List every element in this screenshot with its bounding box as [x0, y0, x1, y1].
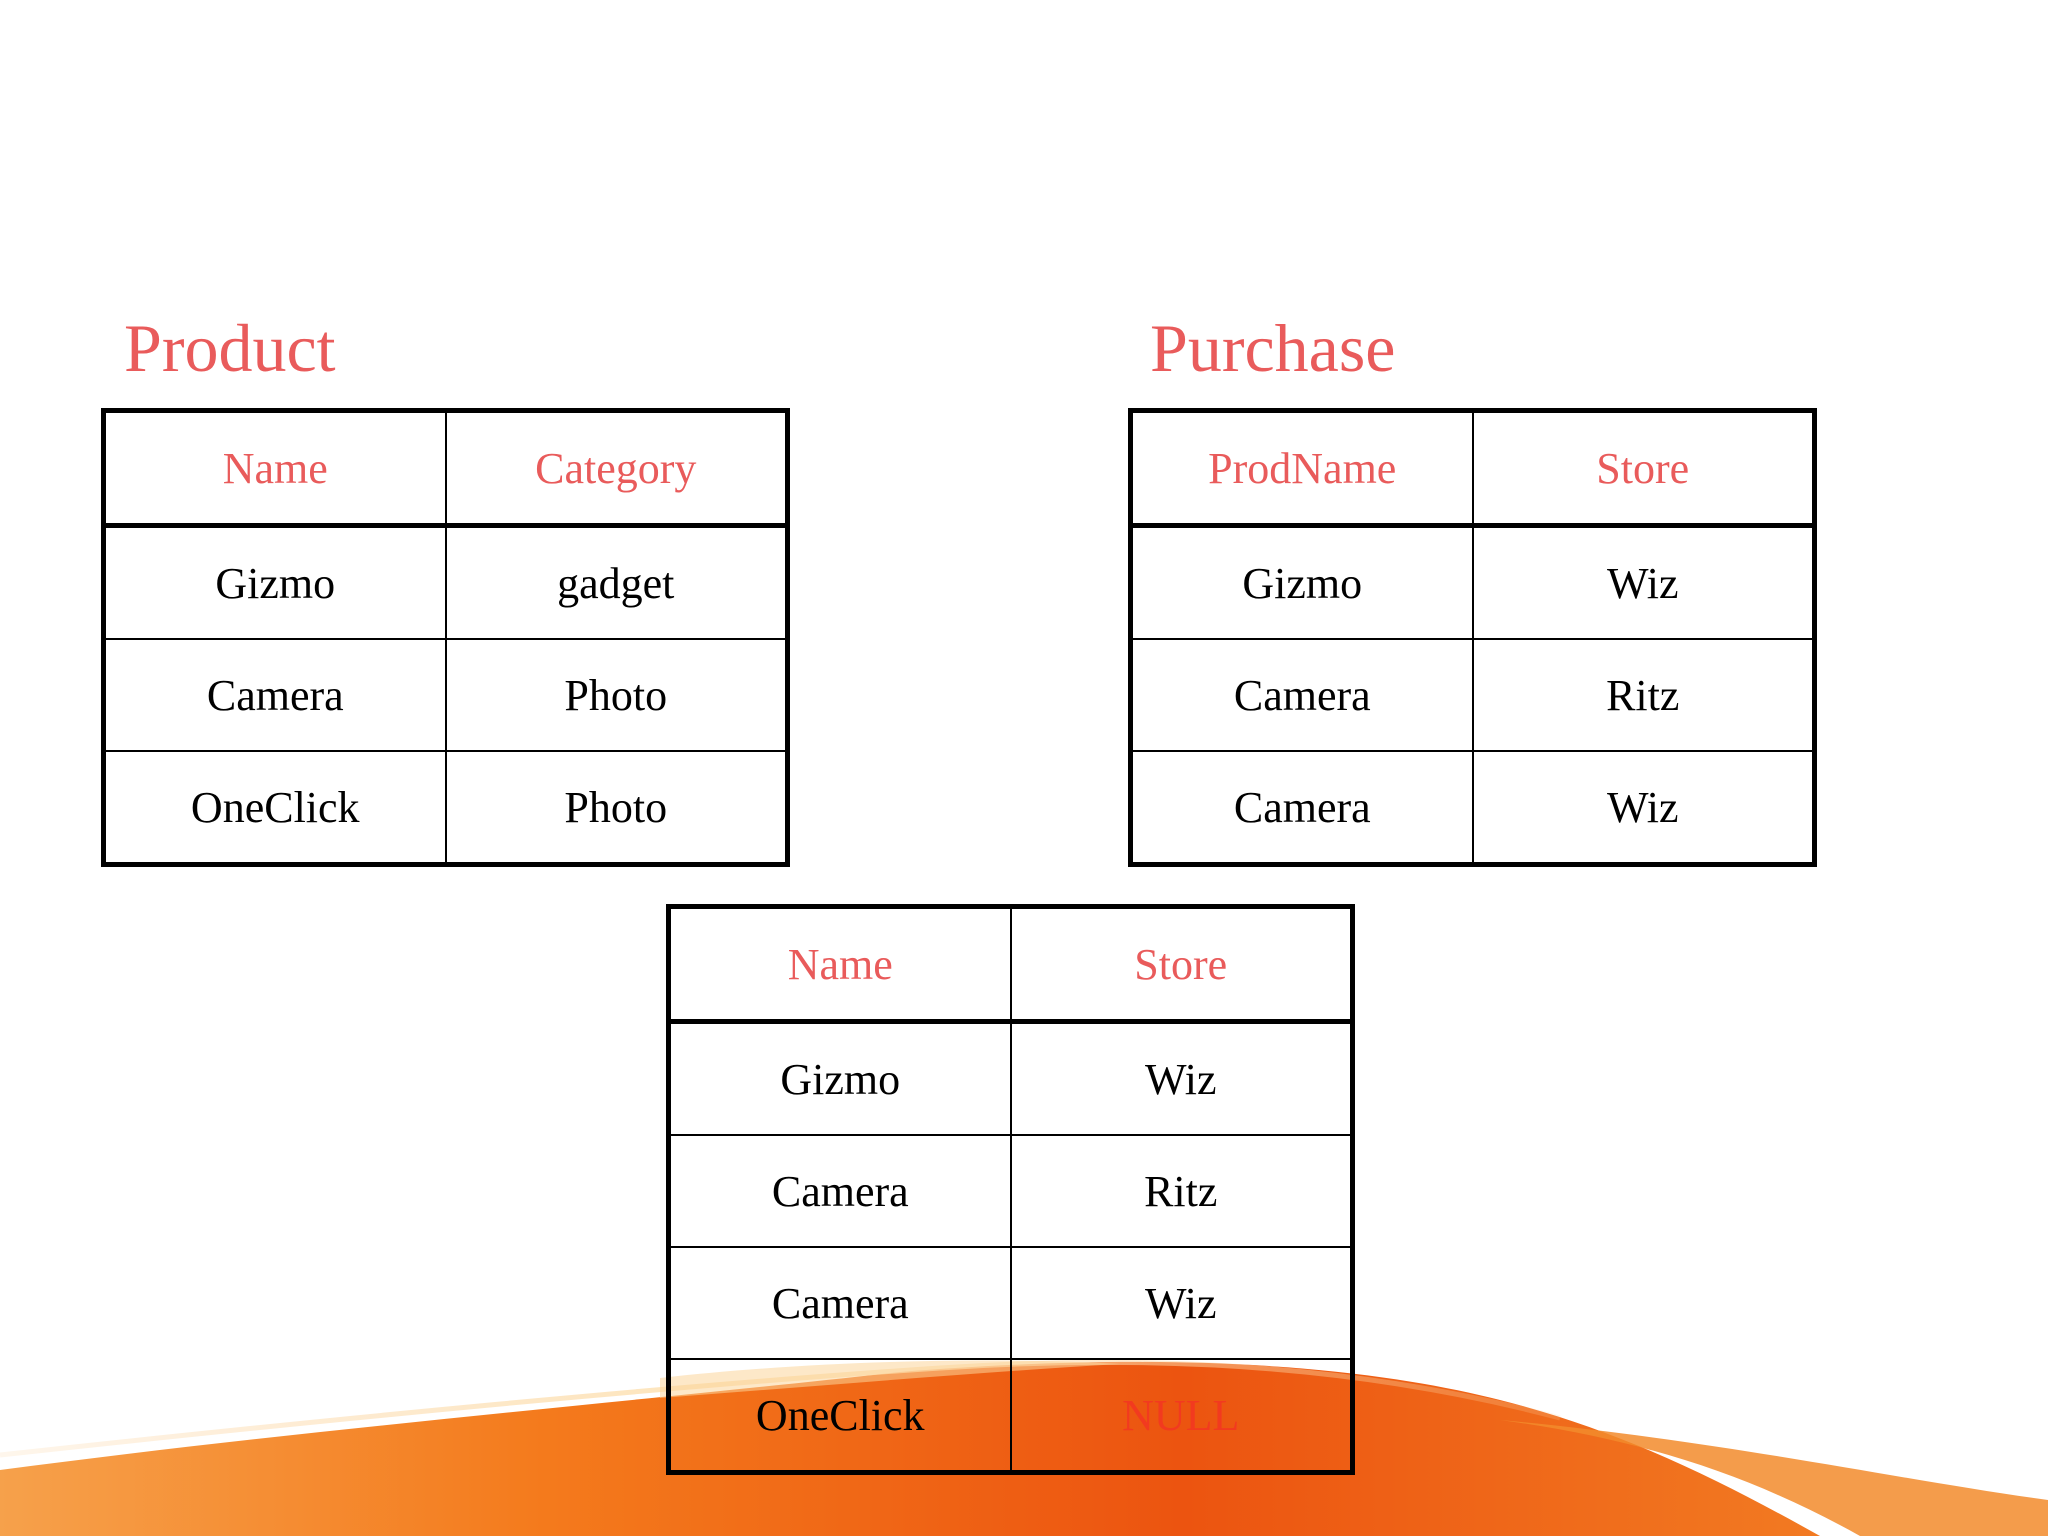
table-row: Gizmo Wiz — [1129, 524, 1816, 640]
table-cell: gadget — [444, 524, 789, 640]
table-cell: Photo — [444, 638, 789, 752]
product-table-title: Product — [124, 310, 336, 386]
swoosh-right-shape — [1500, 1420, 2048, 1536]
table-row: Camera Wiz — [1129, 750, 1816, 866]
table-row: Camera Wiz — [667, 1246, 1354, 1360]
table-cell: Camera — [1129, 750, 1474, 866]
result-table: Name Store Gizmo Wiz Camera Ritz Camera … — [666, 904, 1355, 1475]
table-cell: Gizmo — [102, 524, 447, 640]
table-cell: Ritz — [1471, 638, 1816, 752]
product-table: Name Category Gizmo gadget Camera Photo … — [101, 408, 790, 867]
column-header-store: Store — [1009, 905, 1354, 1023]
table-header-row: Name Store — [667, 905, 1354, 1023]
table-row: Camera Ritz — [667, 1134, 1354, 1248]
purchase-table: ProdName Store Gizmo Wiz Camera Ritz Cam… — [1128, 408, 1817, 867]
column-header-store: Store — [1471, 409, 1816, 527]
table-cell: Camera — [102, 638, 447, 752]
table-cell: Photo — [444, 750, 789, 866]
column-header-prodname: ProdName — [1129, 409, 1474, 527]
table-cell: Ritz — [1009, 1134, 1354, 1248]
table-row: OneClick Photo — [102, 750, 789, 866]
table-row: Gizmo Wiz — [667, 1020, 1354, 1136]
table-header-row: ProdName Store — [1129, 409, 1816, 527]
table-row: Camera Ritz — [1129, 638, 1816, 752]
table-row: Gizmo gadget — [102, 524, 789, 640]
table-row: Camera Photo — [102, 638, 789, 752]
table-cell: Camera — [1129, 638, 1474, 752]
table-cell: Camera — [667, 1246, 1012, 1360]
column-header-name: Name — [102, 409, 447, 527]
null-value-cell: NULL — [1009, 1358, 1354, 1474]
table-cell: Wiz — [1471, 750, 1816, 866]
purchase-table-title: Purchase — [1150, 310, 1396, 386]
column-header-category: Category — [444, 409, 789, 527]
table-header-row: Name Category — [102, 409, 789, 527]
table-cell: Wiz — [1009, 1246, 1354, 1360]
table-cell: OneClick — [667, 1358, 1012, 1474]
table-cell: Wiz — [1009, 1020, 1354, 1136]
table-cell: Wiz — [1471, 524, 1816, 640]
table-cell: Camera — [667, 1134, 1012, 1248]
table-cell: OneClick — [102, 750, 447, 866]
table-cell: Gizmo — [667, 1020, 1012, 1136]
table-cell: Gizmo — [1129, 524, 1474, 640]
table-row: OneClick NULL — [667, 1358, 1354, 1474]
column-header-name: Name — [667, 905, 1012, 1023]
